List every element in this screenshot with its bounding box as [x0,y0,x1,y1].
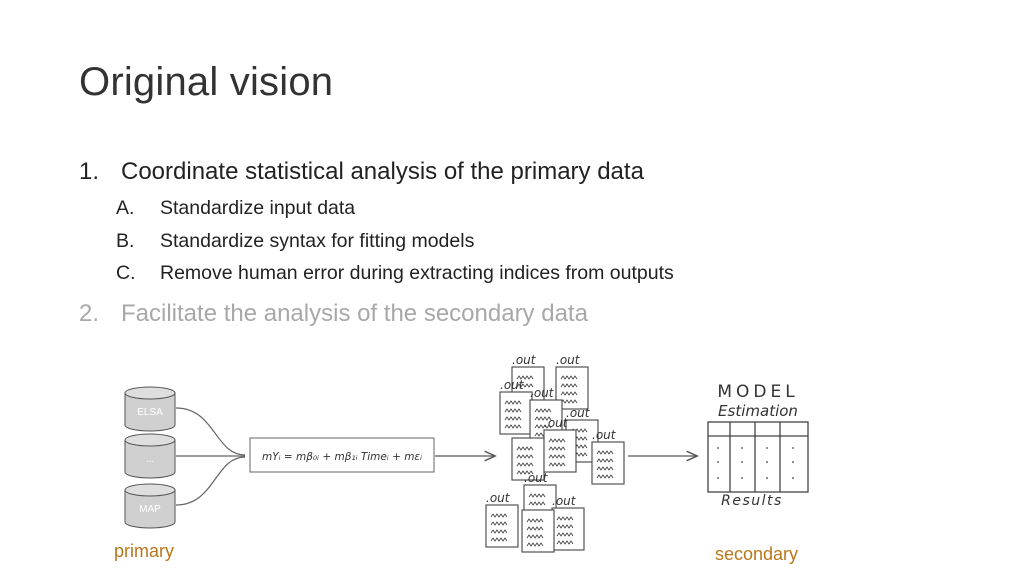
database-label-elsa: ELSA [137,407,163,418]
output-label: .out [552,494,577,508]
output-label: .out [566,406,591,420]
list-item-1-number: 1. [79,158,100,185]
caption-secondary: secondary [715,544,799,564]
output-label: .out [592,428,617,442]
caption-primary: primary [114,541,175,561]
sub-item-c-text: Remove human error during extracting ind… [160,262,674,284]
list-item-2-number: 2. [79,300,100,327]
sub-item-a: A. Standardize input data [116,197,355,220]
database-map: MAP [124,483,176,529]
output-label: .out [524,471,549,485]
output-label: .out [486,491,511,505]
list-item-1: 1. Coordinate statistical analysis of the… [79,158,644,186]
output-label: .out [530,386,555,400]
model-title: MODEL [717,382,798,402]
database-label-map: MAP [139,504,161,515]
sub-item-c: C. Remove human error during extracting i… [116,262,674,285]
output-documents [485,366,625,553]
sub-item-b-text: Standardize syntax for fitting models [160,230,475,252]
model-estimation: MODEL Estimation Results [707,382,809,509]
output-label: .out [512,353,537,367]
model-subtitle: Estimation [718,402,798,420]
formula-text: mYᵢ = mβ₀ᵢ + mβ₁ᵢ Timeᵢ + mεᵢ [262,451,422,463]
results-table [707,421,809,493]
sub-item-a-letter: A. [116,197,135,219]
list-item-2-text: Facilitate the analysis of the secondary… [121,300,588,327]
sub-item-c-letter: C. [116,262,136,284]
list-item-2: 2. Facilitate the analysis of the seconda… [79,300,588,328]
sub-item-b-letter: B. [116,230,135,252]
formula-box: mYᵢ = mβ₀ᵢ + mβ₁ᵢ Timeᵢ + mεᵢ [249,437,435,473]
output-label: .out [556,353,581,367]
sub-item-a-text: Standardize input data [160,197,356,219]
sub-item-b: B. Standardize syntax for fitting models [116,230,474,253]
database-label-more: ... [146,454,154,465]
database-more: ... [124,433,176,479]
connector-lines [175,407,246,506]
list-item-1-text: Coordinate statistical analysis of the p… [121,158,644,185]
output-label: .out [500,378,525,392]
table-dots [717,447,794,479]
slide-title: Original vision [79,60,334,104]
output-label: .out [544,416,569,430]
database-elsa: ELSA [124,386,176,432]
results-label: Results [721,493,783,509]
